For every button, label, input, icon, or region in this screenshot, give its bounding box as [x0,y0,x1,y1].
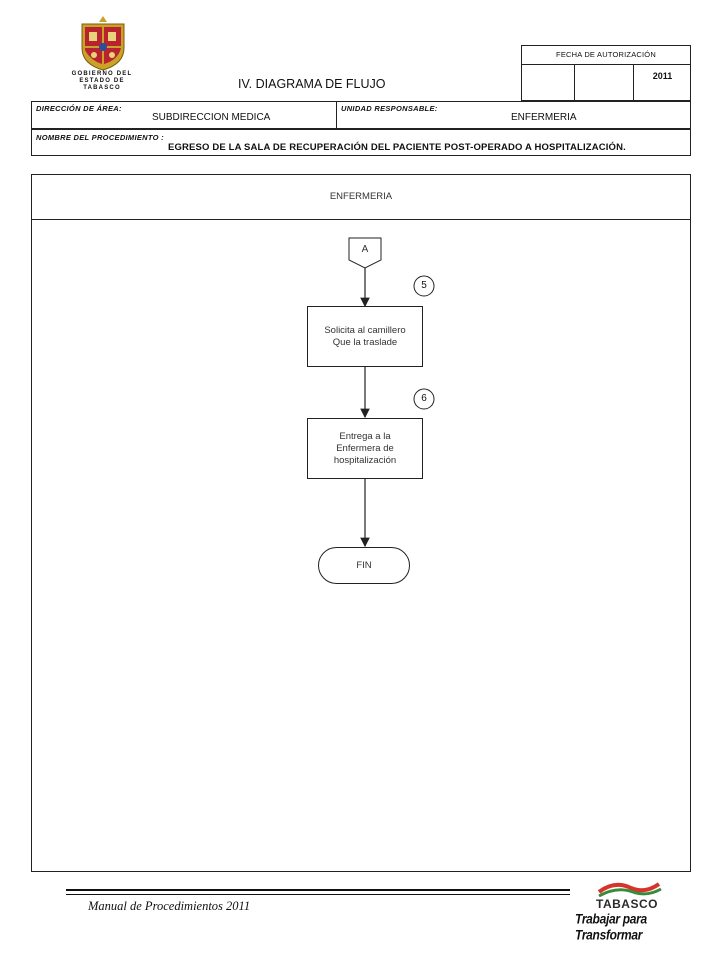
step-5-number-circle [413,275,435,297]
procedimiento-row [31,129,691,156]
footer-rule-thick [66,889,570,891]
step-6-number-circle [413,388,435,410]
step-6-number: 6 [421,393,427,404]
offpage-connector-label: A [361,244,369,255]
terminator-fin: FIN [318,547,410,584]
tabasco-brand-logo [595,878,665,900]
lane-title: ENFERMERIA [329,191,393,202]
swimlane-frame [31,174,691,872]
process-box-step-6: Entrega a la Enfermera de hospitalizació… [307,418,423,479]
area-row-divider [336,101,337,129]
step-6-text: Entrega a la Enfermera de hospitalizació… [333,430,397,466]
fecha-col-divider-2 [633,64,634,101]
unidad-label: UNIDAD RESPONSABLE: [341,104,438,113]
step-5-number: 5 [421,280,427,291]
area-row [31,101,691,129]
coat-of-arms-logo [76,14,130,72]
footer-manual-text: Manual de Procedimientos 2011 [88,899,251,913]
unidad-value: ENFERMERIA [511,112,577,123]
direccion-label: DIRECCIÓN DE ÁREA: [36,104,122,113]
page-title: IV. DIAGRAMA DE FLUJO [238,77,386,91]
direccion-value: SUBDIRECCION MEDICA [152,112,271,123]
procedimiento-value: EGRESO DE LA SALA DE RECUPERACIÓN DEL PA… [168,142,626,153]
terminator-fin-label: FIN [356,560,372,571]
year-value: 2011 [652,71,673,81]
fecha-label: FECHA DE AUTORIZACIÓN [556,50,656,59]
logo-text: GOBIERNO DEL ESTADO DE TABASCO [71,71,133,91]
footer-rule-thin [66,894,570,895]
brand-tagline: Trabajar para Transformar [575,910,647,944]
offpage-connector-shape [348,237,382,269]
brand-name: TABASCO [596,897,658,911]
fecha-autorizacion-box [521,45,691,101]
process-box-step-5: Solicita al camillero Que la traslade [307,306,423,367]
lane-header-divider [31,219,691,220]
procedimiento-label: NOMBRE DEL PROCEDIMIENTO : [36,133,164,142]
fecha-divider [521,64,691,65]
step-5-text: Solicita al camillero Que la traslade [324,324,406,348]
fecha-col-divider-1 [574,64,575,101]
